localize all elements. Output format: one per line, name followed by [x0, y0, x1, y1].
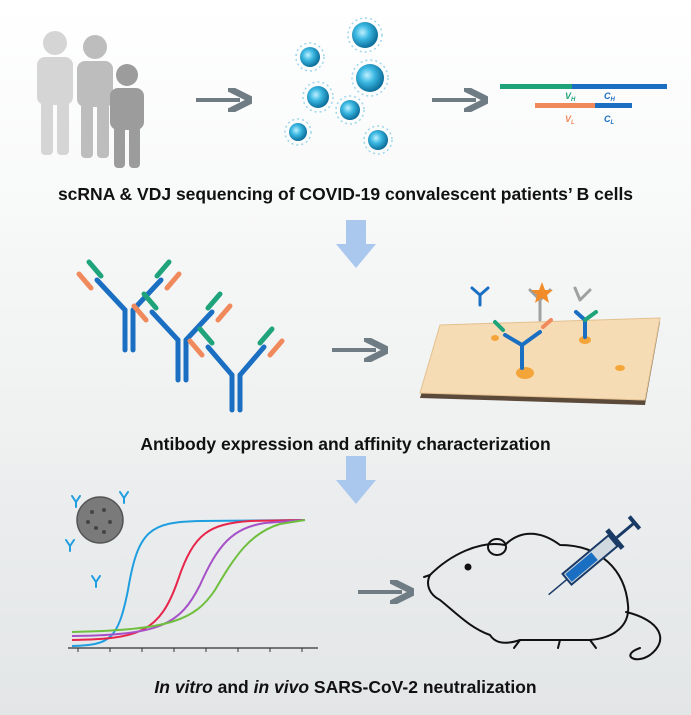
b-cell-icon — [284, 17, 393, 155]
caption-in-vivo: in vivo — [253, 677, 310, 697]
caption-and: and — [212, 677, 254, 697]
svg-text:VL: VL — [565, 114, 575, 126]
caption-sequencing: scRNA & VDJ sequencing of COVID-19 conva… — [57, 184, 634, 204]
caption-neutralization-text: SARS-CoV-2 neutralization — [309, 677, 537, 697]
caption-expression: Antibody expression and affinity charact… — [140, 434, 551, 454]
svg-text:CH: CH — [604, 91, 616, 103]
people-icon — [37, 31, 144, 168]
svg-text:VH: VH — [565, 91, 576, 103]
antibody-icon — [76, 259, 285, 413]
svg-text:CL: CL — [604, 114, 615, 126]
caption-neutralization: In vitro and in vivo SARS-CoV-2 neutrali… — [0, 677, 691, 698]
neutralization-curves — [68, 519, 318, 652]
down-arrow-icon — [336, 220, 376, 268]
chip-icon — [419, 282, 661, 405]
gene-segments: VH CH VL CL — [500, 84, 667, 126]
mouse-icon — [423, 532, 662, 661]
virus-icon — [65, 491, 129, 588]
syringe-icon — [548, 515, 642, 596]
caption-in-vitro: In vitro — [154, 677, 213, 697]
down-arrow-icon — [336, 456, 376, 504]
